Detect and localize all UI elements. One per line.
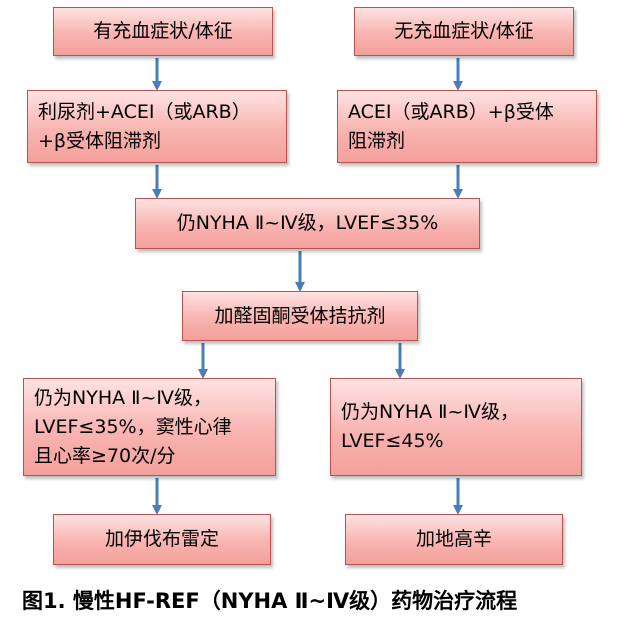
box-line: 阻滞剂: [348, 129, 406, 152]
box-line: +β受体阻滞剂: [38, 129, 162, 152]
box-with-congestion-symptoms: 有充血症状/体征: [53, 7, 273, 56]
box-line: ACEI（或ARB）+β受体: [348, 100, 554, 123]
box-diuretic-acei-beta-blocker: 利尿剂+ACEI（或ARB） +β受体阻滞剂: [27, 90, 287, 163]
box-condition-lvef45: 仍为NYHA Ⅱ~Ⅳ级， LVEF≤45%: [330, 378, 582, 476]
box-add-aldosterone-antagonist: 加醛固酮受体拮抗剂: [182, 291, 418, 341]
box-add-digoxin: 加地高辛: [345, 514, 563, 565]
box-label: 仍NYHA Ⅱ~Ⅳ级，LVEF≤35%: [176, 212, 439, 234]
box-line: 利尿剂+ACEI（或ARB）: [38, 100, 251, 123]
box-without-congestion-symptoms: 无充血症状/体征: [354, 7, 574, 56]
box-condition-lvef35-sinus-rhythm: 仍为NYHA Ⅱ~Ⅳ级， LVEF≤35%，窦性心律 且心率≥70次/分: [23, 378, 276, 476]
box-label: 加地高辛: [415, 528, 492, 550]
box-line: 仍为NYHA Ⅱ~Ⅳ级，: [341, 401, 519, 423]
box-line: LVEF≤35%，窦性心律: [34, 415, 232, 438]
box-label: 有充血症状/体征: [93, 20, 233, 42]
box-line: 仍为NYHA Ⅱ~Ⅳ级，: [34, 386, 212, 409]
figure-caption: 图1. 慢性HF-REF（NYHA Ⅱ~Ⅳ级）药物治疗流程: [22, 589, 518, 613]
box-label: 加伊伐布雷定: [104, 528, 219, 550]
box-acei-beta-blocker: ACEI（或ARB）+β受体 阻滞剂: [337, 90, 597, 163]
box-line: 且心率≥70次/分: [34, 444, 176, 467]
box-line: LVEF≤45%: [341, 430, 444, 452]
box-label: 加醛固酮受体拮抗剂: [214, 304, 386, 327]
box-label: 无充血症状/体征: [394, 20, 534, 42]
box-still-nyha-lvef35: 仍NYHA Ⅱ~Ⅳ级，LVEF≤35%: [135, 198, 480, 249]
box-add-ivabradine: 加伊伐布雷定: [53, 514, 271, 565]
